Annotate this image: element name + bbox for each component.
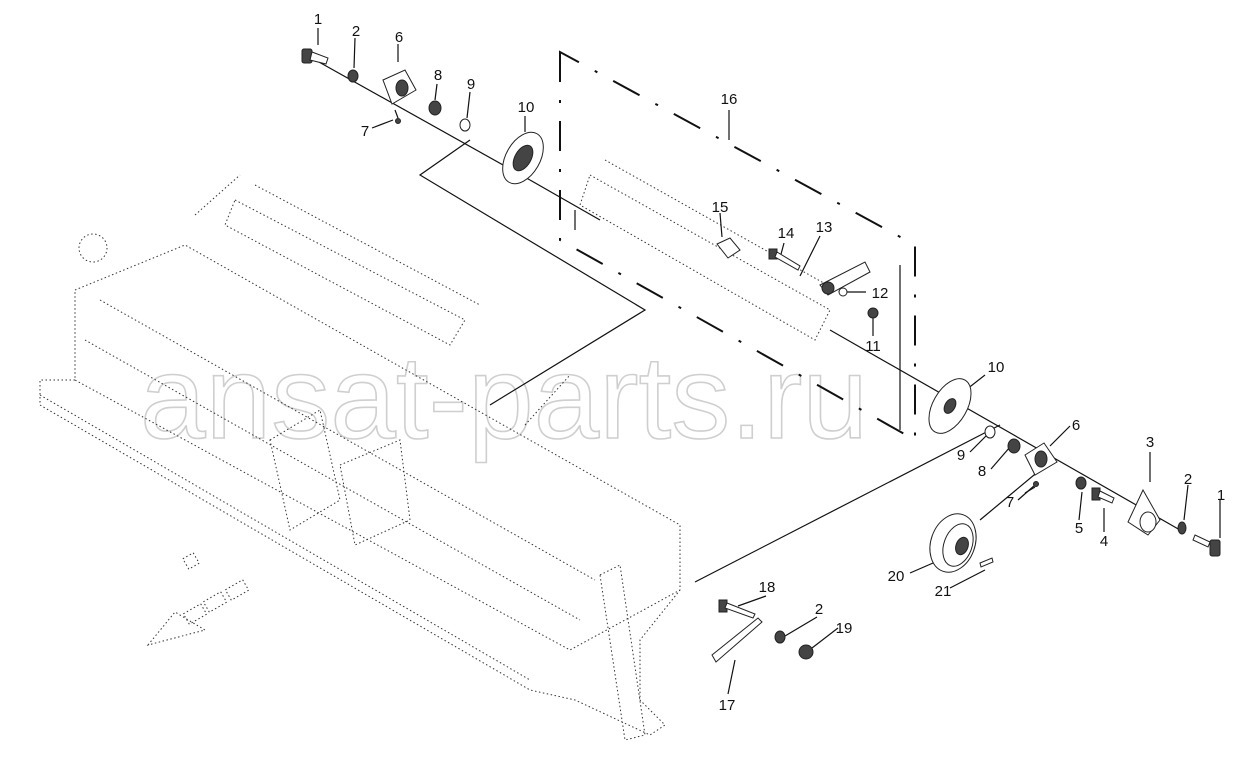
- callout-10-lower: 10: [988, 359, 1005, 376]
- part-6-bearing-flange-lower: [1024, 442, 1058, 476]
- callout-6-upper: 6: [395, 29, 403, 46]
- callout-7-lower: 7: [1006, 494, 1014, 511]
- rotor-drum-right: [579, 159, 846, 341]
- callout-6-lower: 6: [1072, 417, 1080, 434]
- part-6-bearing-flange-upper: [382, 69, 417, 105]
- part-8-seal-upper: [428, 100, 442, 116]
- part-3-cap: [1127, 488, 1161, 536]
- part-10-end-disc-upper: [502, 131, 544, 185]
- callout-8-upper: 8: [434, 67, 442, 84]
- callout-2-bottom: 2: [815, 601, 823, 618]
- part-7-grease-nipple-upper: [395, 118, 401, 124]
- callout-4: 4: [1100, 533, 1108, 550]
- callout-5: 5: [1075, 520, 1083, 537]
- part-5-washer: [1075, 476, 1087, 490]
- callout-18: 18: [759, 579, 776, 596]
- callout-9-upper: 9: [467, 76, 475, 93]
- housing-body: [39, 174, 681, 741]
- callout-labels: 1 2 6 7 8 9 10 16 15 14 13 12 11 10 6 9 …: [314, 11, 1225, 714]
- part-1-bolt-upper: [301, 48, 329, 65]
- callout-15: 15: [712, 199, 729, 216]
- callout-8-lower: 8: [978, 463, 986, 480]
- part-9-ring-lower: [984, 425, 996, 439]
- part-2-washer-lower: [1177, 521, 1187, 535]
- callout-3: 3: [1146, 434, 1154, 451]
- part-11-nut: [867, 307, 879, 319]
- callout-20: 20: [888, 568, 905, 585]
- callout-13: 13: [816, 219, 833, 236]
- part-4-bolt: [1091, 487, 1115, 504]
- part-9-ring-upper: [459, 118, 471, 132]
- leader-lines: [309, 28, 1221, 695]
- callout-21: 21: [935, 583, 952, 600]
- callout-19: 19: [836, 620, 853, 637]
- travel-direction-arrow: [146, 579, 250, 646]
- callout-1-upper: 1: [314, 11, 322, 28]
- part-15-clip: [716, 237, 741, 259]
- part-8-seal-lower: [1007, 438, 1021, 454]
- callout-10-upper: 10: [518, 99, 535, 116]
- part-19-nut: [798, 644, 814, 660]
- part-17-plate: [711, 617, 763, 663]
- callout-16: 16: [721, 91, 738, 108]
- part-20-pulley: [929, 513, 977, 573]
- part-2-washer-bottom: [774, 630, 786, 644]
- rotor-drum-left: [224, 184, 481, 346]
- part-21-key: [979, 557, 994, 568]
- callout-14: 14: [778, 225, 795, 242]
- callout-12: 12: [872, 285, 889, 302]
- callout-11: 11: [865, 338, 881, 355]
- part-14-pin: [768, 248, 801, 271]
- part-10-end-disc-lower: [928, 378, 972, 434]
- callout-2-lower: 2: [1184, 471, 1192, 488]
- part-7-grease-nipple-lower: [1033, 481, 1039, 487]
- watermark: ansat-parts.ru: [140, 332, 868, 464]
- callout-17: 17: [719, 697, 736, 714]
- callout-1-lower: 1: [1217, 487, 1225, 504]
- part-12-bushing: [838, 287, 848, 297]
- part-13-lever: [819, 261, 871, 296]
- callout-2-upper: 2: [352, 23, 360, 40]
- part-18-bolt: [718, 599, 756, 619]
- callout-9-lower: 9: [957, 447, 965, 464]
- part-2-washer-upper: [347, 69, 359, 83]
- assembly-16-boundary: [559, 50, 916, 442]
- part-1-bolt-lower: [1192, 534, 1221, 557]
- callout-7-upper: 7: [361, 123, 369, 140]
